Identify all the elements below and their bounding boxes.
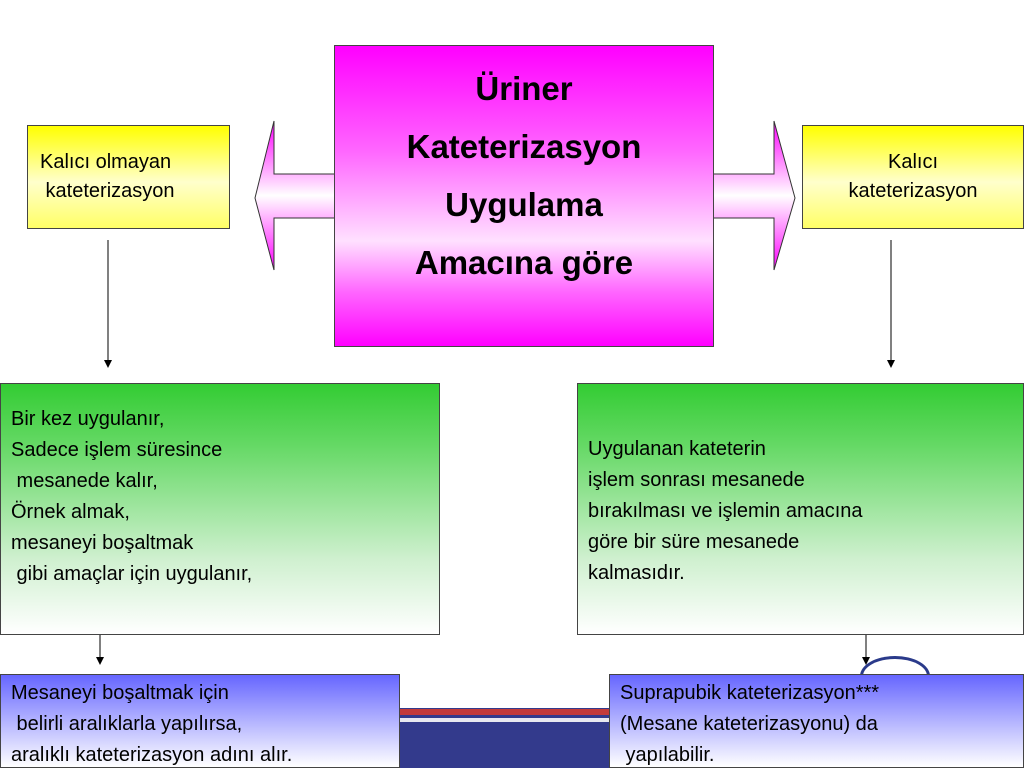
non-permanent-catheter-box: Kalıcı olmayan kateterizasyon bbox=[27, 125, 230, 229]
center-title-line: Üriner bbox=[475, 70, 573, 107]
box-text-line: yapılabilir. bbox=[620, 744, 715, 766]
box-text-line: Bir kez uygulanır, bbox=[11, 408, 165, 430]
box-text-line: Uygulanan kateterin bbox=[588, 438, 766, 460]
arrow-left-middle-to-bottom bbox=[96, 635, 104, 665]
permanent-catheter-box: Kalıcı kateterizasyon bbox=[802, 125, 1024, 229]
box-text-line: Suprapubik kateterizasyon*** bbox=[620, 682, 880, 704]
left-block-arrow bbox=[254, 120, 336, 271]
box-text-line: mesanede kalır, bbox=[11, 470, 158, 492]
box-text-line: göre bir süre mesanede bbox=[588, 531, 800, 553]
intermittent-catheter-box: Mesaneyi boşaltmak için belirli aralıkla… bbox=[0, 674, 400, 768]
background-stripe-light bbox=[380, 718, 630, 722]
arrow-right-middle-to-bottom bbox=[862, 635, 870, 665]
background-stripe-red bbox=[380, 709, 630, 715]
box-text-line: mesaneyi boşaltmak bbox=[11, 532, 194, 554]
box-text-line: gibi amaçlar için uygulanır, bbox=[11, 563, 253, 585]
box-text-line: Kalıcı olmayan bbox=[40, 151, 172, 173]
right-block-arrow bbox=[712, 120, 796, 271]
box-text-line: işlem sonrası mesanede bbox=[588, 469, 805, 491]
non-permanent-description-box: Bir kez uygulanır, Sadece işlem süresinc… bbox=[0, 383, 440, 635]
box-text-line: (Mesane kateterizasyonu) da bbox=[620, 713, 878, 735]
box-text-line: Kalıcı bbox=[887, 151, 939, 173]
box-text-line: kateterizasyon bbox=[848, 180, 978, 202]
center-title-box: Üriner Kateterizasyon Uygulama Amacına g… bbox=[334, 45, 714, 347]
center-title-line: Uygulama bbox=[445, 186, 603, 223]
suprapubic-catheter-box: Suprapubik kateterizasyon*** (Mesane kat… bbox=[609, 674, 1024, 768]
box-text-line: kalmasıdır. bbox=[588, 562, 685, 584]
box-text-line: bırakılması ve işlemin amacına bbox=[588, 500, 863, 522]
box-text-line: aralıklı kateterizasyon adını alır. bbox=[11, 744, 293, 766]
box-text-line: belirli aralıklarla yapılırsa, bbox=[11, 713, 243, 735]
center-title-line: Kateterizasyon bbox=[406, 128, 642, 165]
arrow-right-top-to-middle bbox=[887, 240, 895, 368]
box-text-line: Mesaneyi boşaltmak için bbox=[11, 682, 229, 704]
box-text-line: kateterizasyon bbox=[40, 180, 175, 202]
box-text-line: Sadece işlem süresince bbox=[11, 439, 223, 461]
permanent-description-box: Uygulanan kateterin işlem sonrası mesane… bbox=[577, 383, 1024, 635]
center-title-line: Amacına göre bbox=[414, 244, 634, 281]
box-text-line: Örnek almak, bbox=[11, 501, 130, 523]
arrow-left-top-to-middle bbox=[104, 240, 112, 368]
